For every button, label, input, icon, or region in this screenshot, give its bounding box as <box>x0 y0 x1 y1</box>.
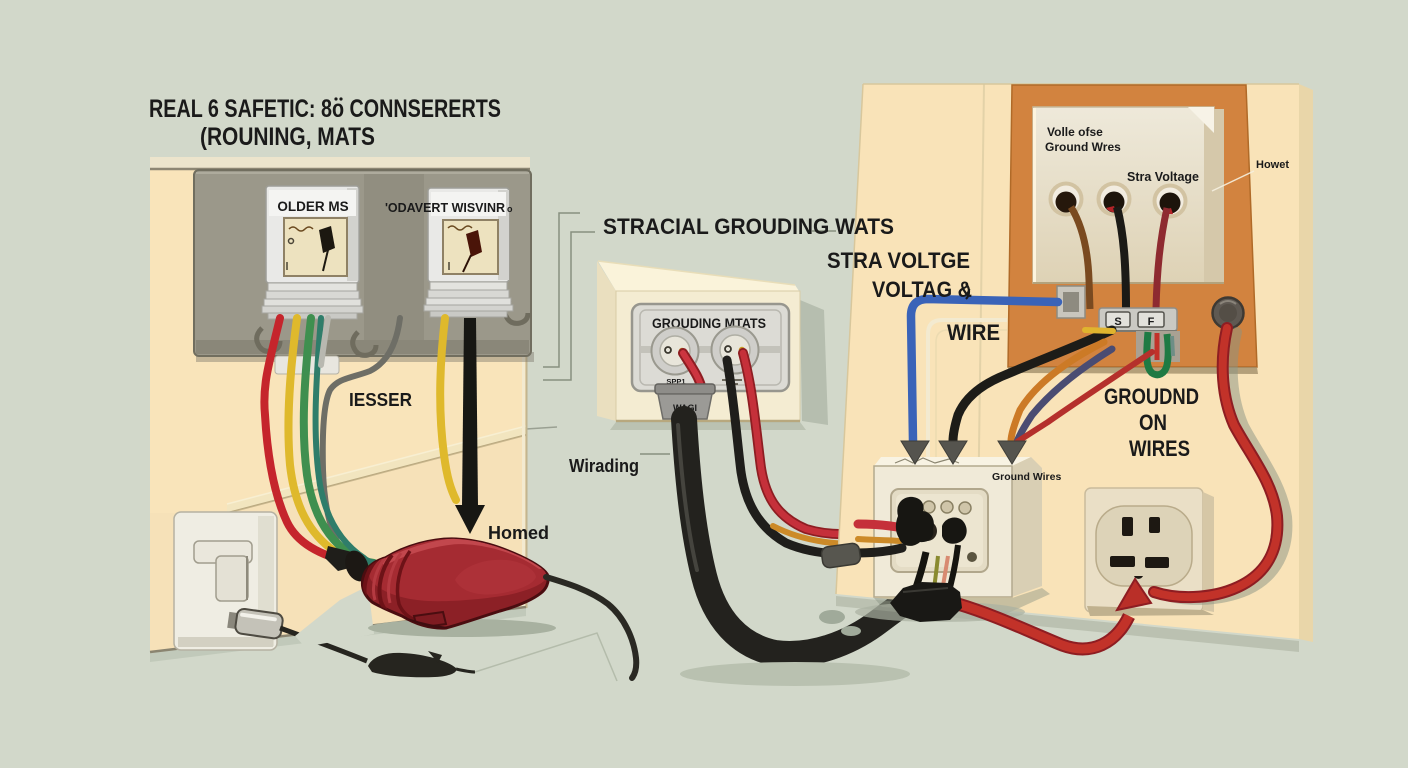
svg-text:OLDER MS: OLDER MS <box>277 199 348 214</box>
svg-text:WIRES: WIRES <box>1129 436 1190 461</box>
svg-text:SPP1: SPP1 <box>666 377 685 386</box>
svg-text:VOLTAG &: VOLTAG & <box>872 277 972 302</box>
svg-text:GROUDND: GROUDND <box>1104 384 1199 409</box>
svg-text:'ODAVERT WISVINR: 'ODAVERT WISVINR <box>385 201 505 215</box>
svg-text:(ROUNING, MATS: (ROUNING, MATS <box>200 123 375 151</box>
svg-text:Ground Wires: Ground Wires <box>992 471 1061 483</box>
svg-text:Stra Voltage: Stra Voltage <box>1127 170 1199 184</box>
svg-text:WIRE: WIRE <box>947 320 1000 345</box>
svg-text:o: o <box>507 204 513 214</box>
svg-text:Ground Wres: Ground Wres <box>1045 140 1121 154</box>
svg-text:F: F <box>1148 316 1155 328</box>
svg-text:Homed: Homed <box>488 522 549 543</box>
svg-text:Wirading: Wirading <box>569 455 639 476</box>
svg-text:STRACIAL GROUDING WATS: STRACIAL GROUDING WATS <box>603 214 894 239</box>
svg-text:REAL 6 SAFETIC: 8o CONNSERERTS: REAL 6 SAFETIC: 8o CONNSERERTS <box>149 95 501 123</box>
svg-text:STRA VOLTGE: STRA VOLTGE <box>827 248 970 273</box>
svg-text:IESSER: IESSER <box>349 390 412 410</box>
svg-text:Volle ofse: Volle ofse <box>1047 125 1103 139</box>
svg-text:ON: ON <box>1139 410 1167 435</box>
svg-text:S: S <box>1114 316 1121 328</box>
svg-text:Howet: Howet <box>1256 159 1289 171</box>
